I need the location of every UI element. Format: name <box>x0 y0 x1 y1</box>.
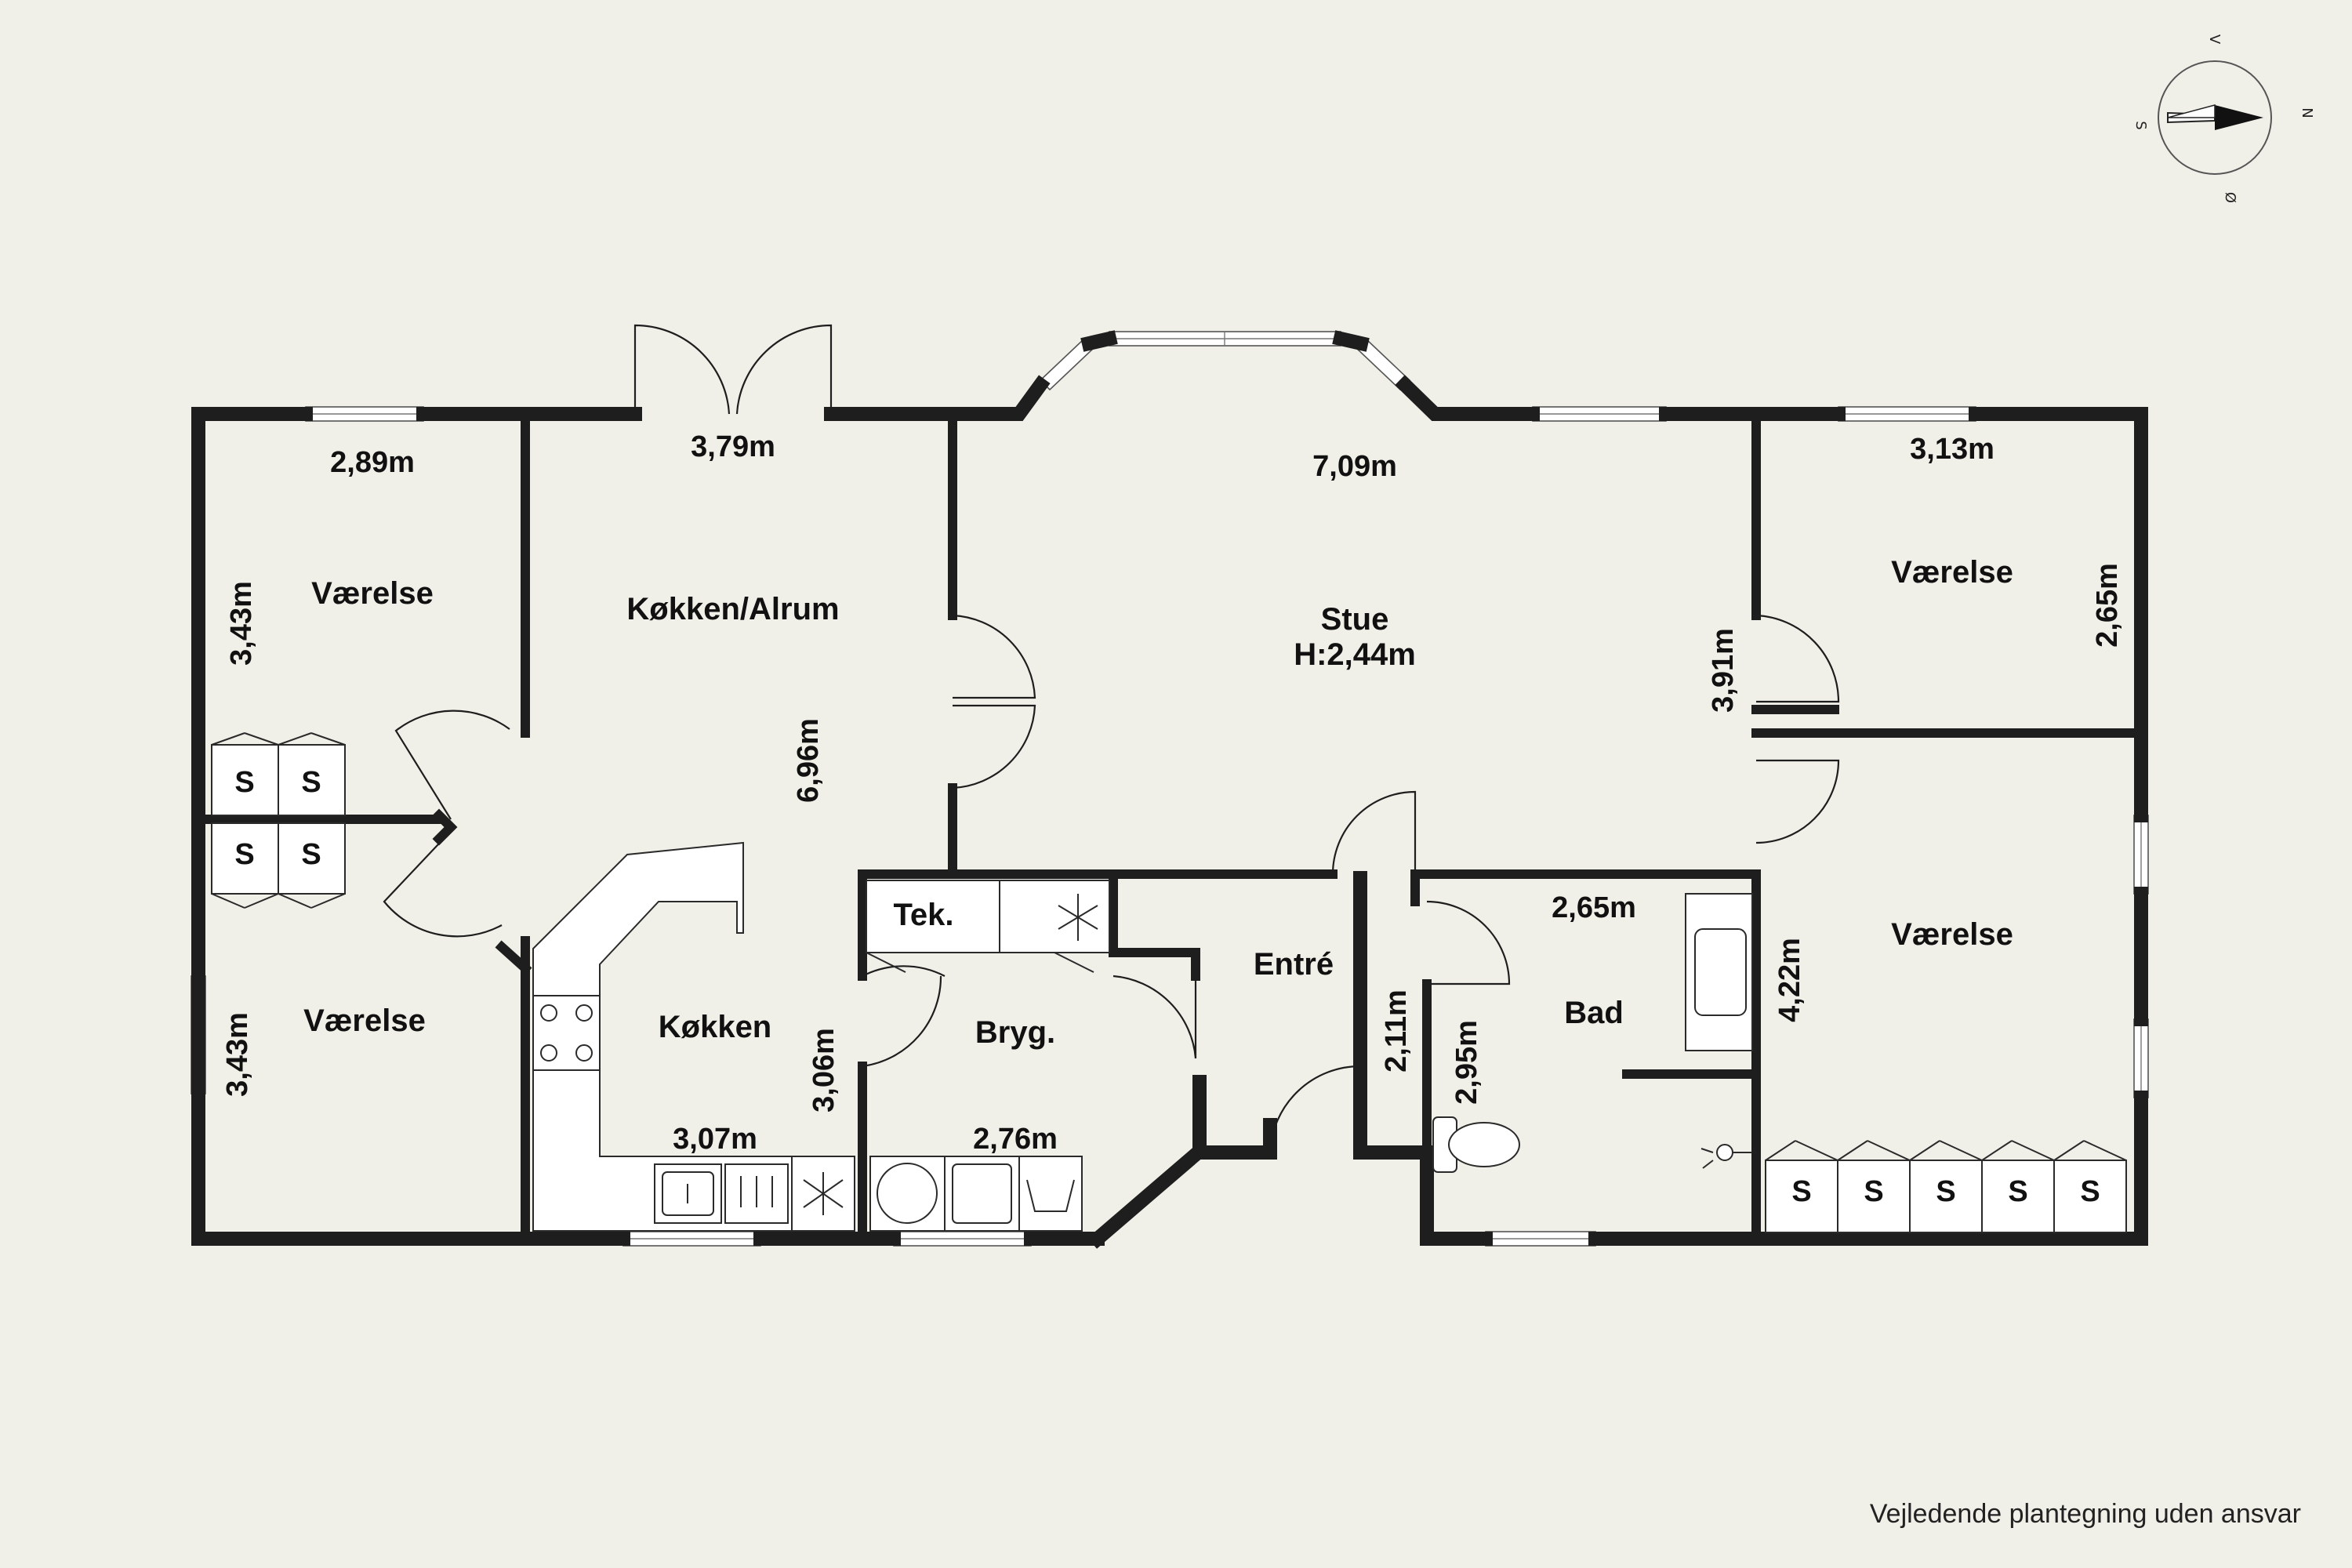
interior-walls <box>199 419 2141 1240</box>
dimension-label: 3,43m <box>221 1012 254 1097</box>
washing-machine-icon <box>869 1156 946 1232</box>
storage-label: S <box>2008 1175 2027 1208</box>
kitchen-sink-icon <box>654 1163 722 1224</box>
compass-south: S <box>2132 121 2149 129</box>
storage-closet <box>1981 1160 2055 1233</box>
dimension-label: 6,96m <box>792 718 825 803</box>
dimension-label: 3,06m <box>808 1028 840 1112</box>
storage-label: S <box>1864 1175 1883 1208</box>
room-height-stue: H:2,44m <box>1294 637 1416 672</box>
fixtures <box>532 841 1753 1232</box>
room-label-bryg: Bryg. <box>975 1015 1055 1050</box>
storage-closet <box>1837 1160 1911 1233</box>
snowflake-icon <box>1058 894 1098 941</box>
room-label-stue: Stue <box>1321 602 1389 637</box>
compass: N S V Ø <box>2132 34 2315 203</box>
dimension-label: 4,22m <box>1773 938 1806 1022</box>
storage-label: S <box>1791 1175 1811 1208</box>
vaerelse-br-door[interactable] <box>1755 759 1840 844</box>
dimension-label: 7,09m <box>1312 450 1397 483</box>
dimension-label: 3,43m <box>225 581 258 666</box>
footer-note: Vejledende plantegning uden ansvar <box>1870 1499 2301 1529</box>
bryg-door-swing[interactable] <box>862 975 942 1068</box>
entre-door-left[interactable] <box>1112 975 1197 1059</box>
storage-closet <box>1909 1160 1983 1233</box>
freezer-icon <box>791 1156 855 1232</box>
vaerelse-bl-door[interactable] <box>383 830 503 938</box>
room-labels: Værelse Køkken/Alrum Stue H:2,44m Værels… <box>303 555 2013 1050</box>
room-label-vaerelse: Værelse <box>1891 917 2013 952</box>
front-door[interactable] <box>1269 1065 1362 1153</box>
storage-label: S <box>234 838 254 871</box>
storage-closets: S S S S S S S S S <box>211 732 2127 1233</box>
room-label-bad: Bad <box>1564 996 1624 1030</box>
compass-east: Ø <box>2222 192 2238 203</box>
dimension-label: 2,89m <box>330 446 415 479</box>
dimension-label: 2,65m <box>2091 563 2124 648</box>
room-label-vaerelse: Værelse <box>311 576 434 611</box>
stue-door-bottom[interactable] <box>952 704 1036 789</box>
room-label-kokken: Køkken <box>659 1010 772 1044</box>
storage-closet <box>1765 1160 1838 1233</box>
patio-door-right[interactable] <box>735 324 833 415</box>
compass-needle-north <box>2215 105 2263 130</box>
compass-west: V <box>2206 34 2223 45</box>
windows <box>191 331 2149 1247</box>
toilet-icon <box>1432 1116 1520 1173</box>
storage-label: S <box>1936 1175 1955 1208</box>
dimension-label: 3,79m <box>691 430 775 463</box>
dimension-label: 2,65m <box>1552 891 1636 924</box>
bryg-door[interactable] <box>862 965 946 977</box>
stue-door-top[interactable] <box>952 614 1036 699</box>
room-label-kokken-alrum: Køkken/Alrum <box>626 592 839 626</box>
storage-label: S <box>234 766 254 799</box>
bad-door[interactable] <box>1426 900 1511 985</box>
storage-closet <box>2053 1160 2127 1233</box>
dimension-label: 2,95m <box>1450 1020 1483 1105</box>
outer-walls <box>191 330 2148 1249</box>
vaerelse-tl-door[interactable] <box>394 710 510 820</box>
laundry-icon <box>1018 1156 1083 1232</box>
utility-sink-icon <box>944 1156 1020 1232</box>
dimension-label: 2,11m <box>1380 989 1413 1073</box>
dimension-label: 3,07m <box>673 1123 757 1156</box>
storage-closet <box>278 822 346 895</box>
patio-door-left[interactable] <box>633 324 731 415</box>
storage-label: S <box>2080 1175 2100 1208</box>
technical-cabinet <box>866 880 1110 973</box>
dimension-label: 3,13m <box>1910 433 1994 466</box>
dimension-label: 3,91m <box>1707 628 1740 713</box>
storage-closet <box>278 744 346 816</box>
compass-ring <box>2158 60 2272 175</box>
storage-label: S <box>301 838 321 871</box>
dishwasher-icon <box>724 1163 789 1224</box>
room-label-entre: Entré <box>1254 947 1334 982</box>
stove-icon <box>532 995 601 1071</box>
entre-door-top[interactable] <box>1331 790 1417 875</box>
storage-closet <box>211 744 279 816</box>
vaerelse-tr-door[interactable] <box>1755 614 1840 703</box>
room-label-tek: Tek. <box>893 898 953 932</box>
room-label-vaerelse: Værelse <box>1891 555 2013 590</box>
compass-north: N <box>2299 107 2315 118</box>
shower-icon <box>1700 1144 1752 1169</box>
dimension-label: 2,76m <box>973 1123 1058 1156</box>
doors <box>383 324 1840 1153</box>
storage-label: S <box>301 766 321 799</box>
bathroom-sink-icon <box>1685 893 1753 1051</box>
room-label-vaerelse: Værelse <box>303 1004 426 1038</box>
dimension-labels: 2,89m 3,43m 3,79m 6,96m 7,09m 3,91m 3,13… <box>221 430 2124 1156</box>
